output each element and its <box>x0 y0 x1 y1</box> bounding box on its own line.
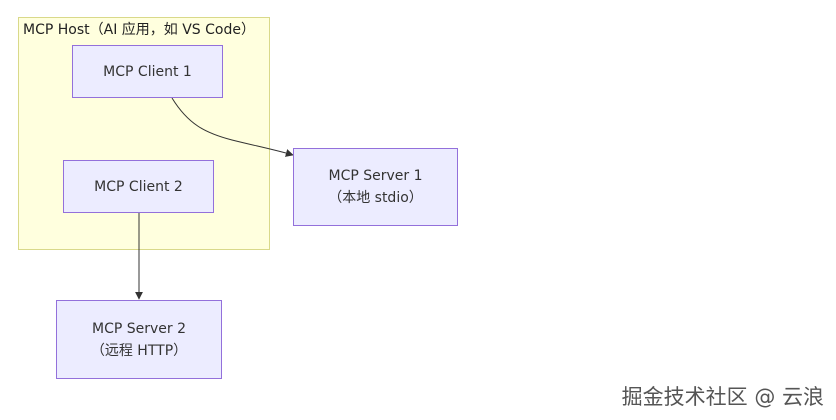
mcp-server-2-sublabel: （远程 HTTP） <box>90 342 188 359</box>
mcp-client-2-node[interactable]: MCP Client 2 <box>63 160 214 213</box>
mcp-server-1-node[interactable]: MCP Server 1 （本地 stdio） <box>293 148 458 226</box>
mcp-client-1-node[interactable]: MCP Client 1 <box>72 45 223 98</box>
mcp-server-1-label: MCP Server 1 <box>328 168 423 184</box>
mcp-server-2-label: MCP Server 2 <box>91 320 186 337</box>
mcp-server-1-sublabel: （本地 stdio） <box>328 190 423 206</box>
watermark-text: 掘金技术社区 @ 云浪 <box>621 385 824 409</box>
mcp-host-label: MCP Host（AI 应用，如 VS Code） <box>23 22 255 38</box>
mcp-client-1-label: MCP Client 1 <box>103 63 192 80</box>
mcp-client-2-label: MCP Client 2 <box>94 178 183 195</box>
mcp-server-2-node[interactable]: MCP Server 2 （远程 HTTP） <box>56 300 222 379</box>
